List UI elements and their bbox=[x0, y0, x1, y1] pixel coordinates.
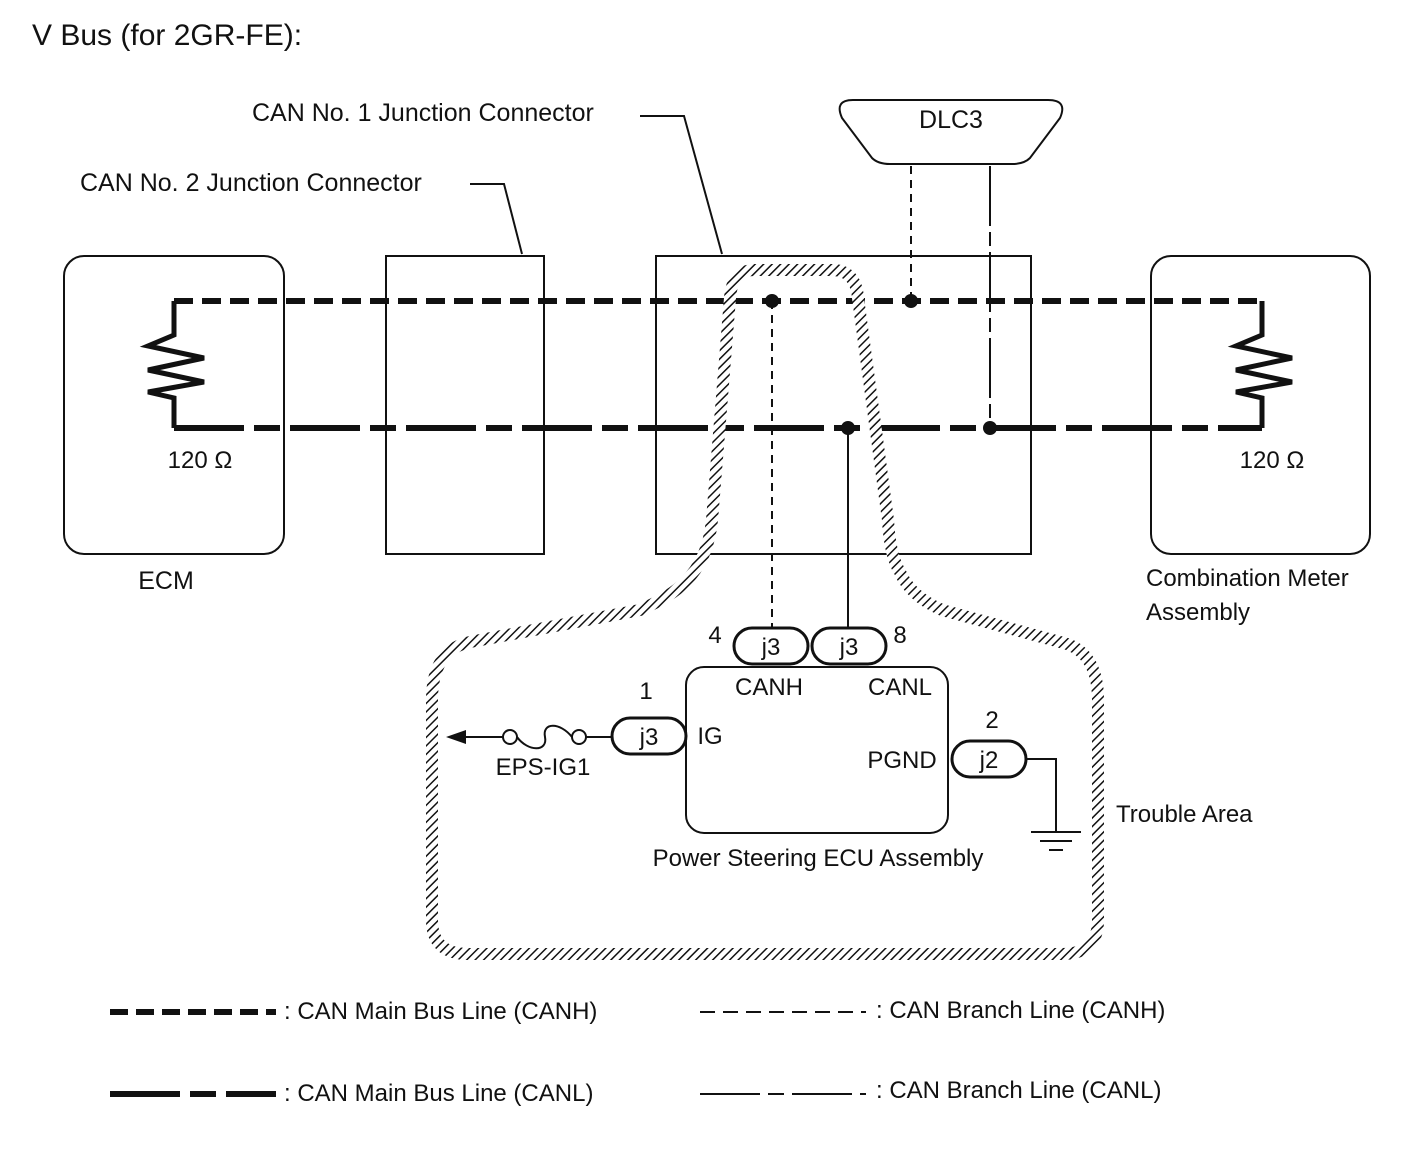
can2-junction-box bbox=[385, 255, 545, 555]
can1-junction-label: CAN No. 1 Junction Connector bbox=[252, 99, 594, 127]
power-steering-ecu-box bbox=[685, 666, 949, 834]
connector-canh-pin: 4 bbox=[708, 622, 721, 649]
connector-ig-pin: 1 bbox=[639, 678, 652, 705]
can1-junction-box bbox=[655, 255, 1032, 555]
ecm-resistor-value: 120 Ω bbox=[168, 447, 233, 474]
connector-ig-id: j3 bbox=[639, 724, 659, 751]
power-steering-ecu-label: Power Steering ECU Assembly bbox=[653, 845, 984, 872]
connector-canl-id: j3 bbox=[839, 634, 859, 661]
trouble-area-label: Trouble Area bbox=[1116, 801, 1253, 828]
fuse-terminal bbox=[571, 729, 587, 745]
ecm-box bbox=[63, 255, 285, 555]
can2-junction-leader bbox=[470, 183, 523, 255]
legend-main-canl: : CAN Main Bus Line (CANL) bbox=[284, 1080, 593, 1107]
meter-label-line2: Assembly bbox=[1146, 599, 1250, 626]
legend-branch-canh: : CAN Branch Line (CANH) bbox=[876, 997, 1165, 1024]
connector-pgnd-pin: 2 bbox=[985, 707, 998, 734]
junction-dot bbox=[841, 421, 855, 435]
dlc3-connector-shape bbox=[838, 99, 1064, 165]
meter-termination-resistor bbox=[1227, 301, 1293, 428]
diagram-title: V Bus (for 2GR-FE): bbox=[32, 19, 302, 52]
combination-meter-box bbox=[1150, 255, 1371, 555]
connector-canh bbox=[732, 626, 810, 666]
connector-pgnd-id: j2 bbox=[979, 747, 999, 774]
connector-canh-id: j3 bbox=[761, 634, 781, 661]
meter-resistor-value: 120 Ω bbox=[1240, 447, 1305, 474]
junction-dot bbox=[904, 294, 918, 308]
junction-dot bbox=[765, 294, 779, 308]
ground-wire bbox=[1026, 758, 1057, 832]
legend-branch-canl: : CAN Branch Line (CANL) bbox=[876, 1077, 1161, 1104]
canh-signal-label: CANH bbox=[735, 674, 803, 701]
trouble-area-outline bbox=[426, 264, 1104, 960]
meter-label-line1: Combination Meter bbox=[1146, 565, 1349, 592]
fuse-icon bbox=[516, 724, 573, 750]
fuse-terminal bbox=[502, 729, 518, 745]
can2-junction-label: CAN No. 2 Junction Connector bbox=[80, 169, 422, 197]
fuse-label: EPS-IG1 bbox=[496, 754, 591, 781]
pgnd-signal-label: PGND bbox=[867, 747, 936, 774]
can1-junction-leader bbox=[640, 115, 723, 255]
ecm-label: ECM bbox=[138, 567, 194, 595]
connector-canl bbox=[810, 626, 888, 666]
arrow-left-icon bbox=[446, 730, 466, 744]
ecm-termination-resistor bbox=[139, 301, 205, 428]
ig-signal-label: IG bbox=[697, 723, 722, 750]
legend-main-canh: : CAN Main Bus Line (CANH) bbox=[284, 998, 597, 1025]
connector-canl-pin: 8 bbox=[893, 622, 906, 649]
dlc3-label: DLC3 bbox=[919, 106, 983, 134]
junction-dot bbox=[983, 421, 997, 435]
canl-signal-label: CANL bbox=[868, 674, 932, 701]
